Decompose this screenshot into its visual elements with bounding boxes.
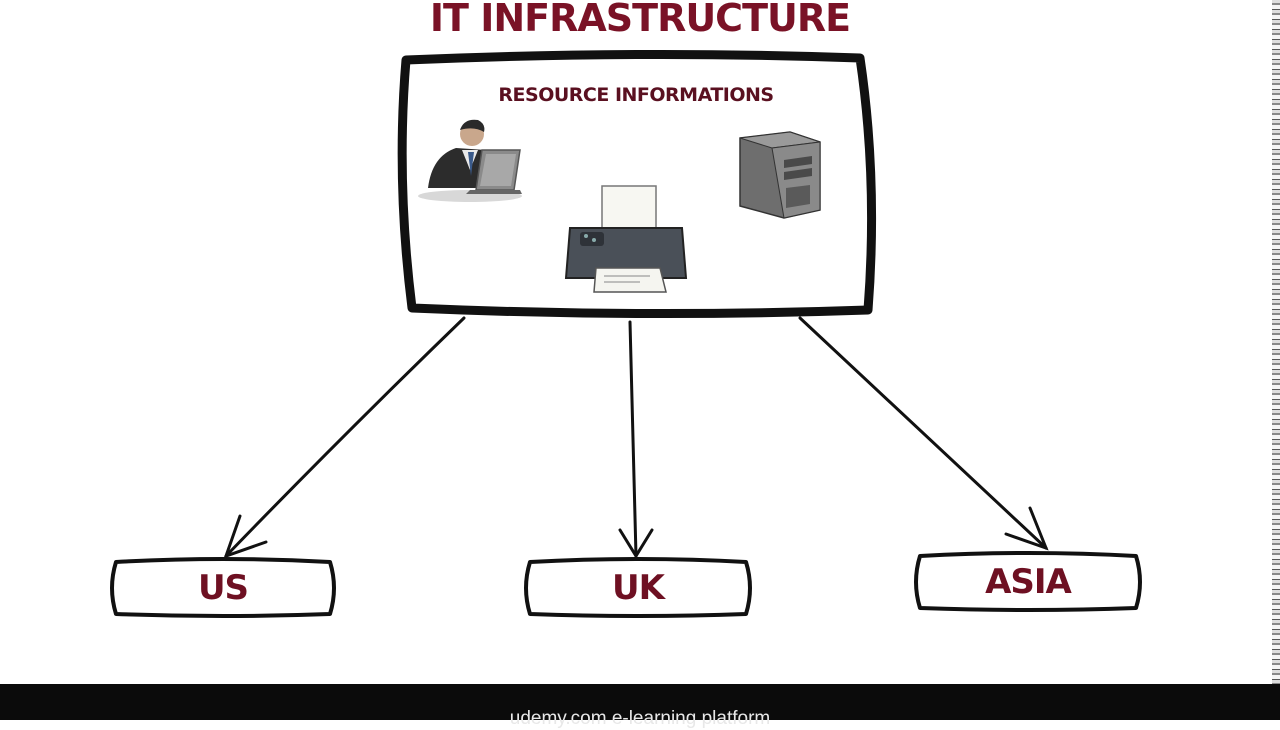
region-box-us: [110, 557, 336, 618]
resource-board: [397, 49, 877, 319]
printer-icon: [564, 185, 688, 293]
video-edge-artifact: [1272, 0, 1280, 684]
region-box-uk: [524, 557, 752, 618]
region-label-asia: ASIA: [985, 562, 1072, 602]
person-laptop-icon: [418, 119, 522, 202]
arrow-to-uk: [618, 320, 654, 559]
server-tower-icon: [739, 131, 821, 219]
arrow-to-us: [223, 316, 466, 559]
region-box-asia: [914, 551, 1142, 612]
diagram-title: IT INFRASTRUCTURE: [429, 0, 851, 40]
footer-bar: [0, 684, 1280, 720]
region-label-us: US: [197, 568, 249, 608]
region-label-uk: UK: [612, 568, 665, 608]
board-heading: RESOURCE INFORMATIONS: [498, 84, 774, 106]
footer-caption: udemy.com e-learning platform: [509, 708, 771, 729]
arrow-to-asia: [798, 316, 1049, 551]
